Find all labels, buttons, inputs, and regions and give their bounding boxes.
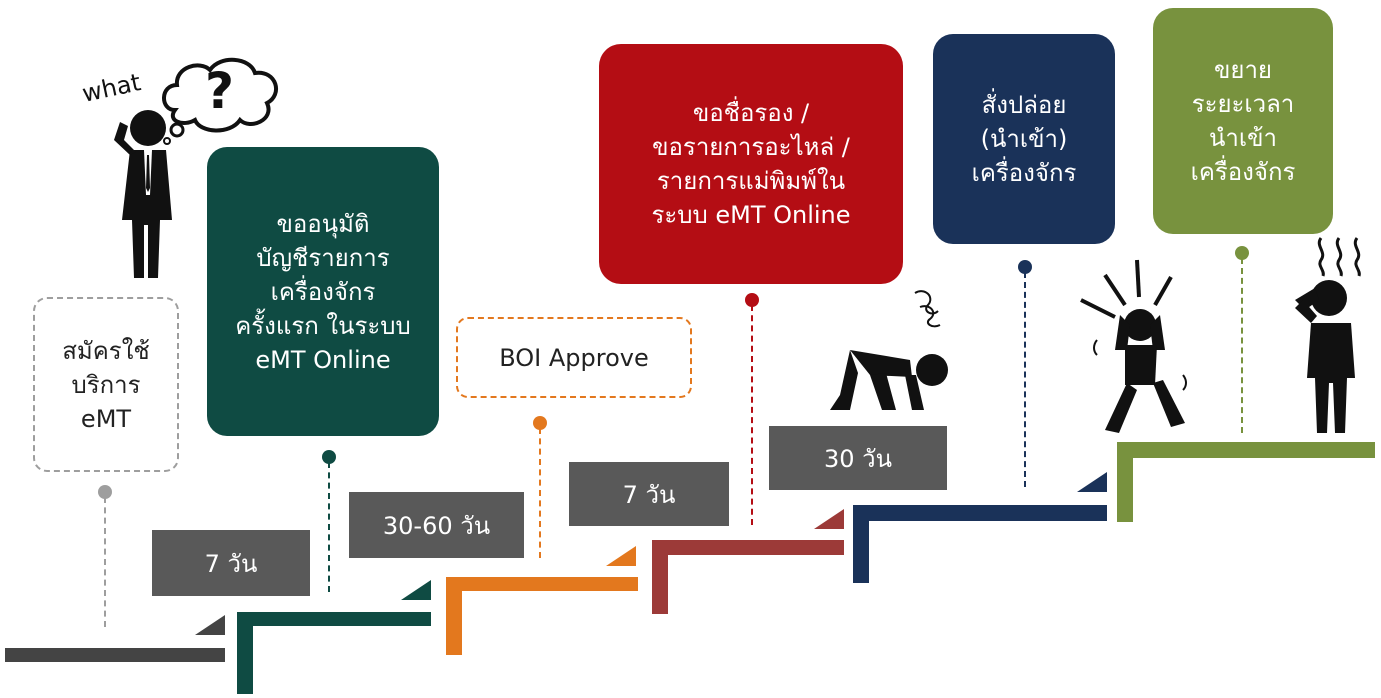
connector-2: [328, 462, 330, 592]
thought-bubble-icon: [162, 57, 278, 145]
stair-step-5: [853, 505, 1107, 521]
duration-label-4: 30 วัน: [769, 426, 947, 490]
step-box-extend-period: ขยาย ระยะเวลา นำเข้า เครื่องจักร: [1153, 8, 1333, 234]
question-mark: ?: [205, 62, 235, 120]
step-box-release-import: สั่งปล่อย (นำเข้า) เครื่องจักร: [933, 34, 1115, 244]
stair-step-2-riser: [237, 612, 253, 694]
stair-tip-5: [1077, 472, 1107, 492]
connector-dot-5: [1018, 260, 1032, 274]
stair-tip-1: [195, 615, 225, 635]
stressed-man-icon: [1080, 259, 1187, 433]
step-box-boi-approve: BOI Approve: [456, 317, 692, 398]
stair-step-4: [652, 540, 844, 555]
connector-6: [1241, 258, 1243, 433]
confused-man-icon: [114, 110, 172, 278]
duration-label-1: 7 วัน: [152, 530, 310, 596]
connector-dot-6: [1235, 246, 1249, 260]
stair-step-3-riser: [446, 577, 462, 655]
stair-tip-2: [401, 580, 431, 600]
stair-step-4-riser: [652, 540, 668, 614]
connector-dot-1: [98, 485, 112, 499]
stair-step-1: [5, 648, 225, 662]
connector-1: [104, 497, 106, 627]
stair-step-3: [446, 577, 638, 591]
connector-5: [1024, 272, 1026, 487]
connector-dot-3: [533, 416, 547, 430]
connector-3: [539, 428, 541, 558]
step-box-register: สมัครใช้ บริการ eMT: [33, 297, 179, 472]
stair-tip-3: [606, 546, 636, 566]
stair-step-5-riser: [853, 505, 869, 583]
stair-step-6-riser: [1117, 442, 1133, 522]
step-box-secondary-name: ขอชื่อรอง / ขอรายการอะไหล่ / รายการแม่พิ…: [599, 44, 903, 284]
tired-man-icon: [1295, 237, 1361, 433]
exhausted-man-icon: [830, 290, 948, 410]
connector-4: [751, 305, 753, 525]
duration-label-3: 7 วัน: [569, 462, 729, 526]
stair-tip-4: [814, 509, 844, 529]
stair-step-6: [1117, 442, 1375, 458]
connector-dot-2: [322, 450, 336, 464]
stair-step-2: [237, 612, 431, 626]
duration-label-2: 30-60 วัน: [349, 492, 524, 558]
connector-dot-4: [745, 293, 759, 307]
step-box-approve-list: ขออนุมัติ บัญชีรายการ เครื่องจักร ครั้งแ…: [207, 147, 439, 436]
